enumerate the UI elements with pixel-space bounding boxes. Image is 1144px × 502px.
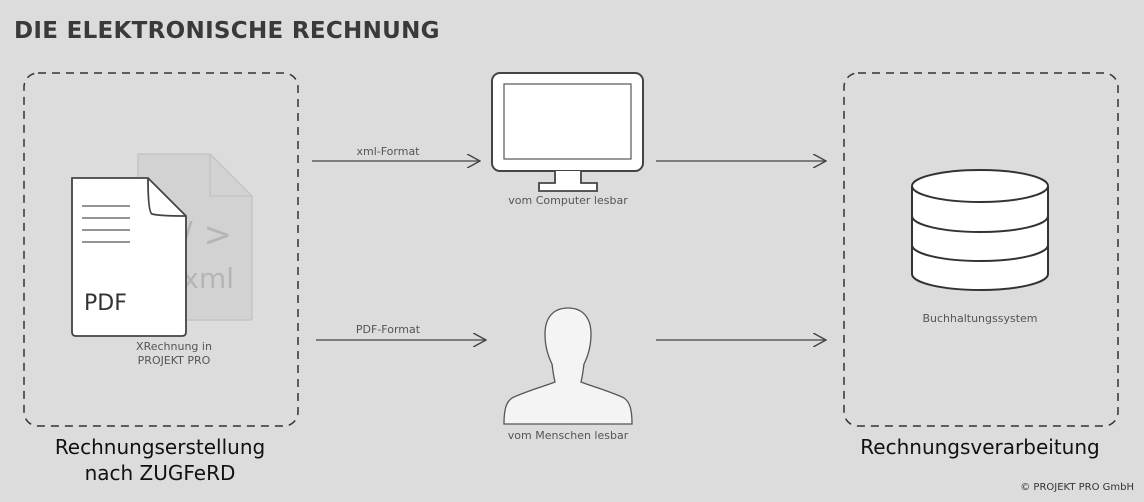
page-title: DIE ELEKTRONISCHE RECHNUNG — [14, 18, 440, 44]
copyright-notice: © PROJEKT PRO GmbH — [1020, 482, 1134, 493]
pdf-format-label: PDF-Format — [355, 323, 421, 336]
xml-code-glyph: / > — [181, 215, 232, 255]
creation-section-line1: Rechnungserstellung — [54, 435, 266, 459]
xml-extension-label: xml — [182, 262, 234, 295]
computer-monitor-icon — [491, 72, 644, 192]
person-icon — [503, 307, 633, 425]
xrechnung-caption-line2: PROJEKT PRO — [137, 354, 211, 367]
database-icon — [911, 169, 1049, 291]
creation-section-label: Rechnungserstellung nach ZUGFeRD — [20, 434, 300, 486]
pdf-label: PDF — [84, 291, 127, 316]
xrechnung-caption: XRechnung in PROJEKT PRO — [104, 340, 244, 368]
computer-caption: vom Computer lesbar — [508, 194, 628, 207]
processing-section-label: Rechnungsverarbeitung — [860, 435, 1100, 459]
pdf-document-icon: PDF — [71, 177, 187, 337]
person-caption: vom Menschen lesbar — [507, 429, 629, 442]
xrechnung-caption-line1: XRechnung in — [136, 340, 212, 353]
xml-format-label: xml-Format — [356, 145, 420, 158]
database-caption: Buchhaltungssystem — [922, 312, 1038, 325]
creation-section-line2: nach ZUGFeRD — [84, 461, 236, 485]
